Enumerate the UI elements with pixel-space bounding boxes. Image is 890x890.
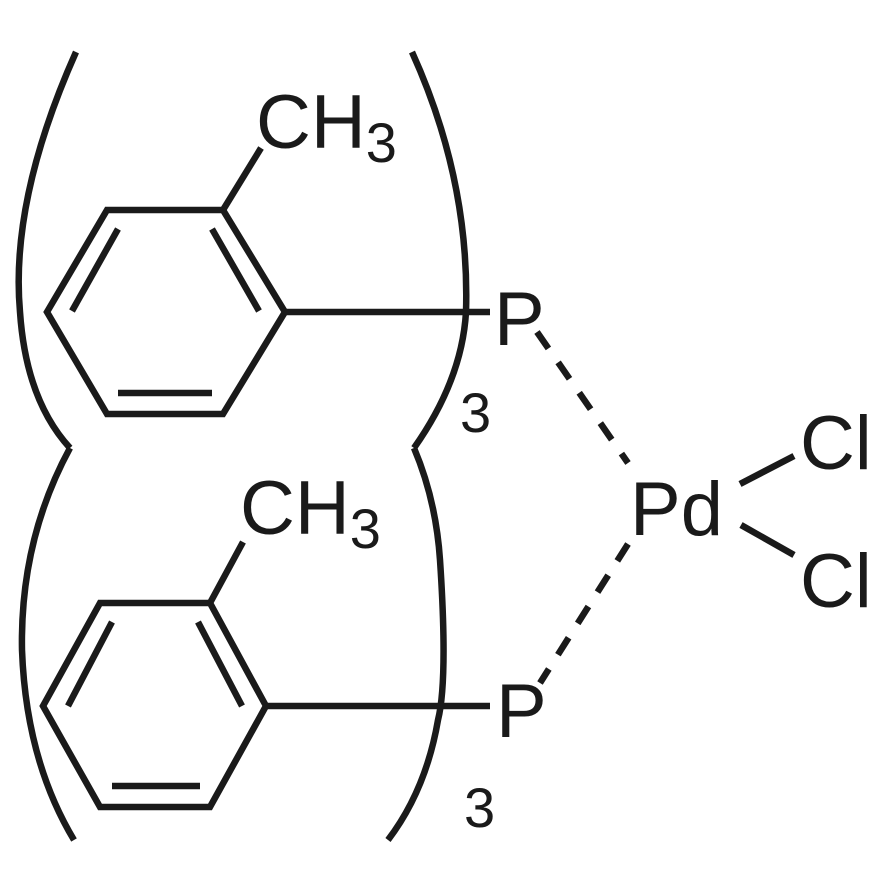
top-ring-double-bond-upper-right bbox=[209, 227, 262, 313]
bottom-ring-double-bond-left bbox=[65, 620, 115, 708]
bottom-phosphorus-label: P bbox=[496, 669, 547, 754]
top-benzene-ring bbox=[43, 206, 289, 418]
bottom-multiplicity-subscript: 3 bbox=[464, 776, 495, 839]
chlorine-label-upper: Cl bbox=[800, 401, 872, 486]
top-methyl-label: CH3 bbox=[256, 80, 397, 174]
bottom-ring-double-bond-upper-right bbox=[195, 620, 245, 708]
top-multiplicity-subscript: 3 bbox=[460, 381, 491, 444]
bottom-methyl-label: CH3 bbox=[240, 466, 381, 560]
bottom-p-pd-coordination-bond bbox=[537, 542, 631, 685]
chlorine-label-lower: Cl bbox=[800, 539, 872, 624]
top-ring-double-bond-left bbox=[69, 227, 121, 313]
bottom-methyl-bond bbox=[207, 540, 246, 605]
top-left-parenthesis bbox=[15, 50, 79, 451]
bottom-benzene-ring bbox=[39, 599, 270, 811]
top-right-parenthesis bbox=[409, 50, 470, 450]
top-phosphorus-label: P bbox=[494, 277, 545, 362]
bottom-left-parenthesis bbox=[18, 446, 77, 842]
top-methyl-bond bbox=[220, 146, 264, 212]
palladium-label: Pd bbox=[630, 467, 723, 552]
bottom-right-parenthesis bbox=[385, 446, 447, 842]
top-p-pd-coordination-bond bbox=[534, 330, 631, 465]
pd-cl-bond-upper bbox=[738, 453, 796, 487]
bottom-tolyl-ring bbox=[39, 540, 490, 811]
pd-cl-bond-lower bbox=[739, 522, 796, 558]
top-tolyl-ring bbox=[43, 146, 490, 418]
